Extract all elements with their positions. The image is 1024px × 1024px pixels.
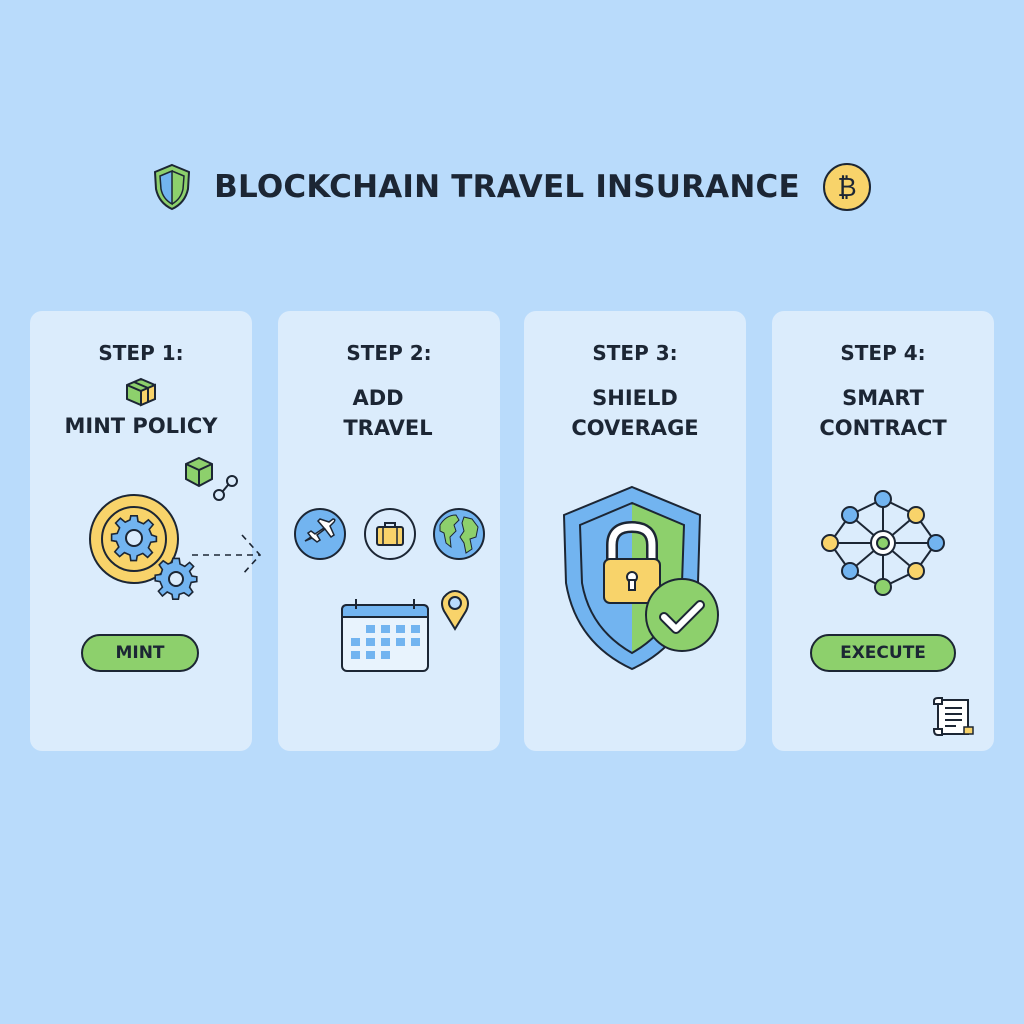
scroll-document-icon xyxy=(933,697,974,736)
dashed-arrow-icon xyxy=(192,534,262,576)
suitcase-icon xyxy=(364,508,416,560)
step-title: ADD TRAVEL xyxy=(343,386,433,440)
svg-text:₿: ₿ xyxy=(837,173,856,203)
step-label: STEP 3: xyxy=(592,341,678,365)
location-pin-icon xyxy=(441,589,469,631)
shield-icon xyxy=(154,163,191,211)
step-card-3: STEP 3: SHIELD COVERAGE xyxy=(524,311,746,751)
airplane-icon xyxy=(294,508,346,560)
step-title: MINT POLICY xyxy=(64,414,218,438)
step-card-4: STEP 4: SMART CONTRACT EXECUTE xyxy=(772,311,994,751)
coin-gear-icon xyxy=(89,494,198,601)
page-title: BLOCKCHAIN TRAVEL INSURANCE xyxy=(214,169,800,205)
package-icon xyxy=(126,377,156,407)
step-label: STEP 4: xyxy=(840,341,926,365)
checkmark-icon xyxy=(645,578,719,652)
calendar-icon xyxy=(341,599,429,672)
page-header: BLOCKCHAIN TRAVEL INSURANCE ₿ xyxy=(0,160,1024,214)
bitcoin-icon: ₿ xyxy=(822,163,871,211)
step-card-2: STEP 2: ADD TRAVEL xyxy=(278,311,500,751)
network-nodes-icon xyxy=(821,490,945,596)
globe-icon xyxy=(433,508,485,560)
cube-icon xyxy=(185,456,213,488)
mint-button[interactable]: MINT xyxy=(81,634,199,672)
step-card-1: STEP 1: MINT POLICY MINT xyxy=(30,311,262,751)
step-label: STEP 1: xyxy=(98,341,184,365)
step-label: STEP 2: xyxy=(346,341,432,365)
execute-button[interactable]: EXECUTE xyxy=(810,634,956,672)
chain-link-icon xyxy=(213,475,238,501)
step-title: SHIELD COVERAGE xyxy=(571,386,699,440)
step-title: SMART CONTRACT xyxy=(819,386,947,440)
